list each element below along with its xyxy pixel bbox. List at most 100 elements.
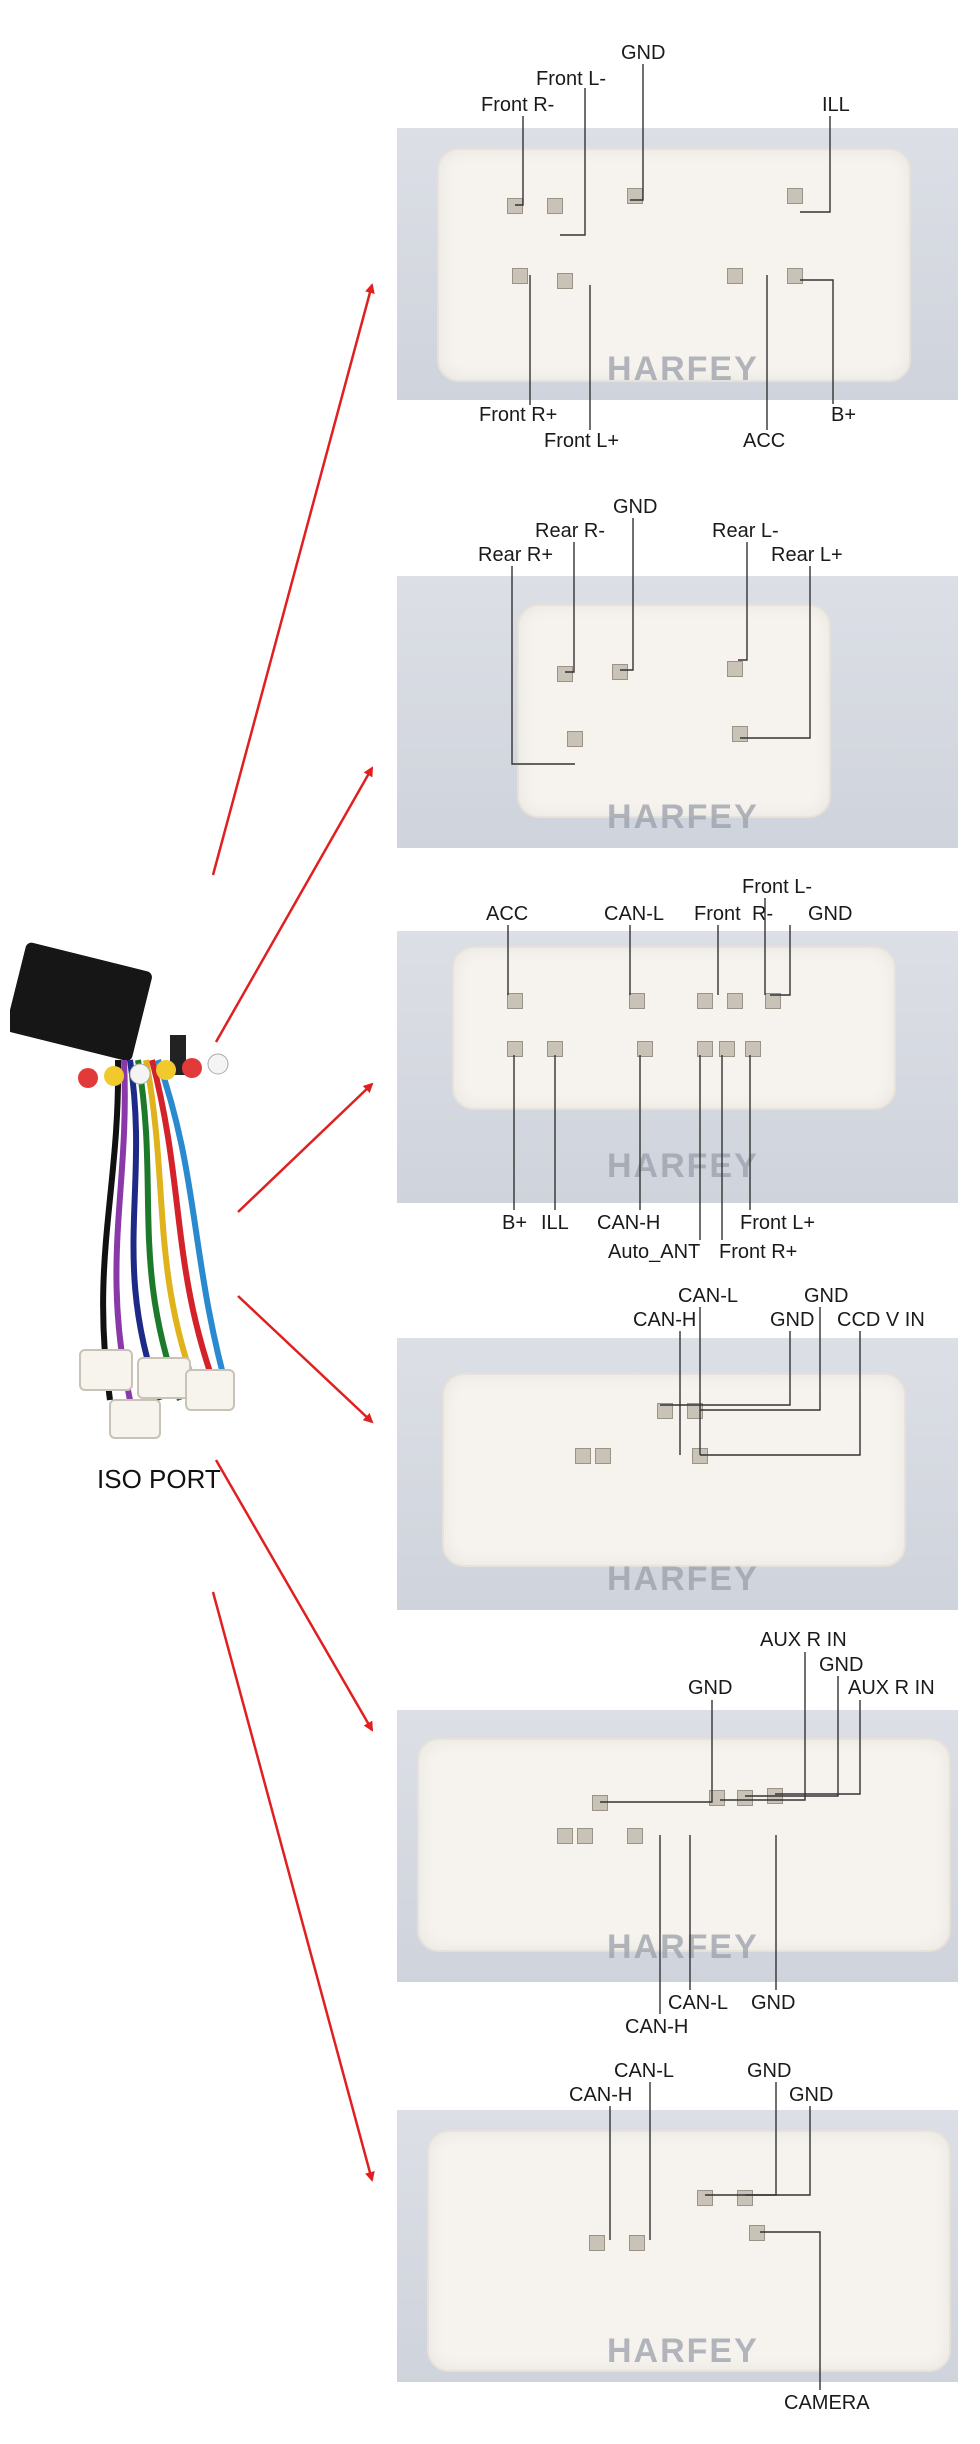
label-camera: CAMERA bbox=[784, 2392, 870, 2414]
label-front-l-minus: Front L- bbox=[742, 876, 813, 898]
label-gnd: GND bbox=[819, 1654, 864, 1676]
label-ill: ILL bbox=[822, 94, 850, 116]
leader-line bbox=[700, 1307, 821, 1411]
label-can-l: CAN-L bbox=[614, 2060, 675, 2082]
label-ccd-v-in: CCD V IN bbox=[837, 1309, 925, 1331]
pin bbox=[657, 1403, 673, 1419]
connector-body bbox=[517, 604, 831, 818]
wire-harness-illustration bbox=[6, 930, 250, 1450]
pin bbox=[507, 1041, 523, 1057]
pin bbox=[637, 1041, 653, 1057]
arrow-to-panel-2 bbox=[214, 766, 374, 1043]
arrow-to-panel-5 bbox=[214, 1459, 374, 1732]
pin bbox=[687, 1403, 703, 1419]
pin bbox=[737, 2190, 753, 2206]
label-can-h: CAN-H bbox=[597, 1212, 661, 1234]
connector-photo-1: HARFEY bbox=[397, 128, 958, 400]
leader-line bbox=[775, 1700, 861, 1795]
label-gnd: GND bbox=[613, 496, 658, 518]
leader-line bbox=[600, 1700, 713, 1803]
label-gnd: GND bbox=[621, 42, 666, 64]
watermark: HARFEY bbox=[607, 1928, 759, 1966]
connector-photo-4: HARFEY bbox=[397, 1338, 958, 1610]
pin bbox=[629, 2235, 645, 2251]
connector-body bbox=[427, 2130, 951, 2372]
label-gnd: GND bbox=[770, 1309, 815, 1331]
label-gnd: GND bbox=[808, 903, 853, 925]
leader-line bbox=[660, 1331, 791, 1406]
label-can-h: CAN-H bbox=[625, 2016, 689, 2038]
label-r-minus: R- bbox=[752, 903, 774, 925]
leader-line bbox=[511, 566, 575, 765]
leader-line bbox=[770, 925, 791, 996]
label-b-plus: B+ bbox=[831, 404, 857, 426]
label-front-l-plus: Front L+ bbox=[544, 430, 620, 452]
label-rear-l-plus: Rear L+ bbox=[771, 544, 843, 566]
pin bbox=[727, 268, 743, 284]
pin bbox=[697, 1041, 713, 1057]
label-front-r-plus: Front R+ bbox=[479, 404, 558, 426]
leader-line bbox=[630, 64, 644, 201]
watermark: HARFEY bbox=[607, 2332, 759, 2370]
label-gnd: GND bbox=[747, 2060, 792, 2082]
label-gnd: GND bbox=[789, 2084, 834, 2106]
label-gnd: GND bbox=[751, 1992, 796, 2014]
label-front: Front bbox=[694, 903, 741, 925]
pin bbox=[697, 993, 713, 1009]
pin bbox=[719, 1041, 735, 1057]
label-can-h: CAN-H bbox=[633, 1309, 697, 1331]
label-rear-r-minus: Rear R- bbox=[535, 520, 606, 542]
label-acc: ACC bbox=[743, 430, 786, 452]
pin bbox=[629, 993, 645, 1009]
leader-line bbox=[760, 2231, 821, 2390]
pin bbox=[592, 1795, 608, 1811]
pin bbox=[612, 664, 628, 680]
label-front-r-minus: Front R- bbox=[481, 94, 555, 116]
pin bbox=[745, 1041, 761, 1057]
label-can-l: CAN-L bbox=[678, 1285, 739, 1307]
label-auto-ant: Auto_ANT bbox=[608, 1241, 701, 1263]
label-acc: ACC bbox=[486, 903, 529, 925]
label-front-r-plus: Front R+ bbox=[719, 1241, 798, 1263]
pin bbox=[727, 661, 743, 677]
leader-line bbox=[738, 542, 748, 661]
leader-line bbox=[720, 1652, 806, 1801]
leader-line bbox=[560, 88, 586, 236]
label-ill: ILL bbox=[541, 1212, 569, 1234]
pin bbox=[749, 2225, 765, 2241]
arrow-to-panel-1 bbox=[211, 283, 375, 876]
pin bbox=[765, 993, 781, 1009]
connector-photo-2: HARFEY bbox=[397, 576, 958, 848]
label-front-l-minus: Front L- bbox=[536, 68, 607, 90]
pin bbox=[512, 268, 528, 284]
label-aux-r-in-2: AUX R IN bbox=[848, 1677, 935, 1699]
watermark: HARFEY bbox=[607, 1560, 759, 1598]
watermark: HARFEY bbox=[607, 1147, 759, 1185]
connector-photo-3: HARFEY bbox=[397, 931, 958, 1203]
arrow-to-panel-6 bbox=[211, 1591, 375, 2182]
connector-photo-5: HARFEY bbox=[397, 1710, 958, 1982]
leader-line bbox=[800, 116, 831, 213]
label-gnd: GND bbox=[804, 1285, 849, 1307]
pin bbox=[507, 993, 523, 1009]
label-can-l: CAN-L bbox=[668, 1992, 729, 2014]
leader-line bbox=[800, 279, 834, 404]
pin bbox=[557, 666, 573, 682]
pin bbox=[787, 268, 803, 284]
pin bbox=[589, 2235, 605, 2251]
label-b-plus: B+ bbox=[502, 1212, 528, 1234]
iso-port-caption: ISO PORT bbox=[97, 1464, 221, 1494]
pin bbox=[557, 1828, 573, 1844]
pin bbox=[727, 993, 743, 1009]
pin bbox=[697, 2190, 713, 2206]
pin bbox=[547, 198, 563, 214]
label-gnd: GND bbox=[688, 1677, 733, 1699]
leader-line bbox=[745, 1676, 839, 1797]
label-can-h: CAN-H bbox=[569, 2084, 633, 2106]
connector-body bbox=[452, 946, 896, 1110]
connector-photo-6: HARFEY bbox=[397, 2110, 958, 2382]
pin bbox=[709, 1790, 725, 1806]
watermark: HARFEY bbox=[607, 798, 759, 836]
leader-line bbox=[700, 1331, 861, 1456]
